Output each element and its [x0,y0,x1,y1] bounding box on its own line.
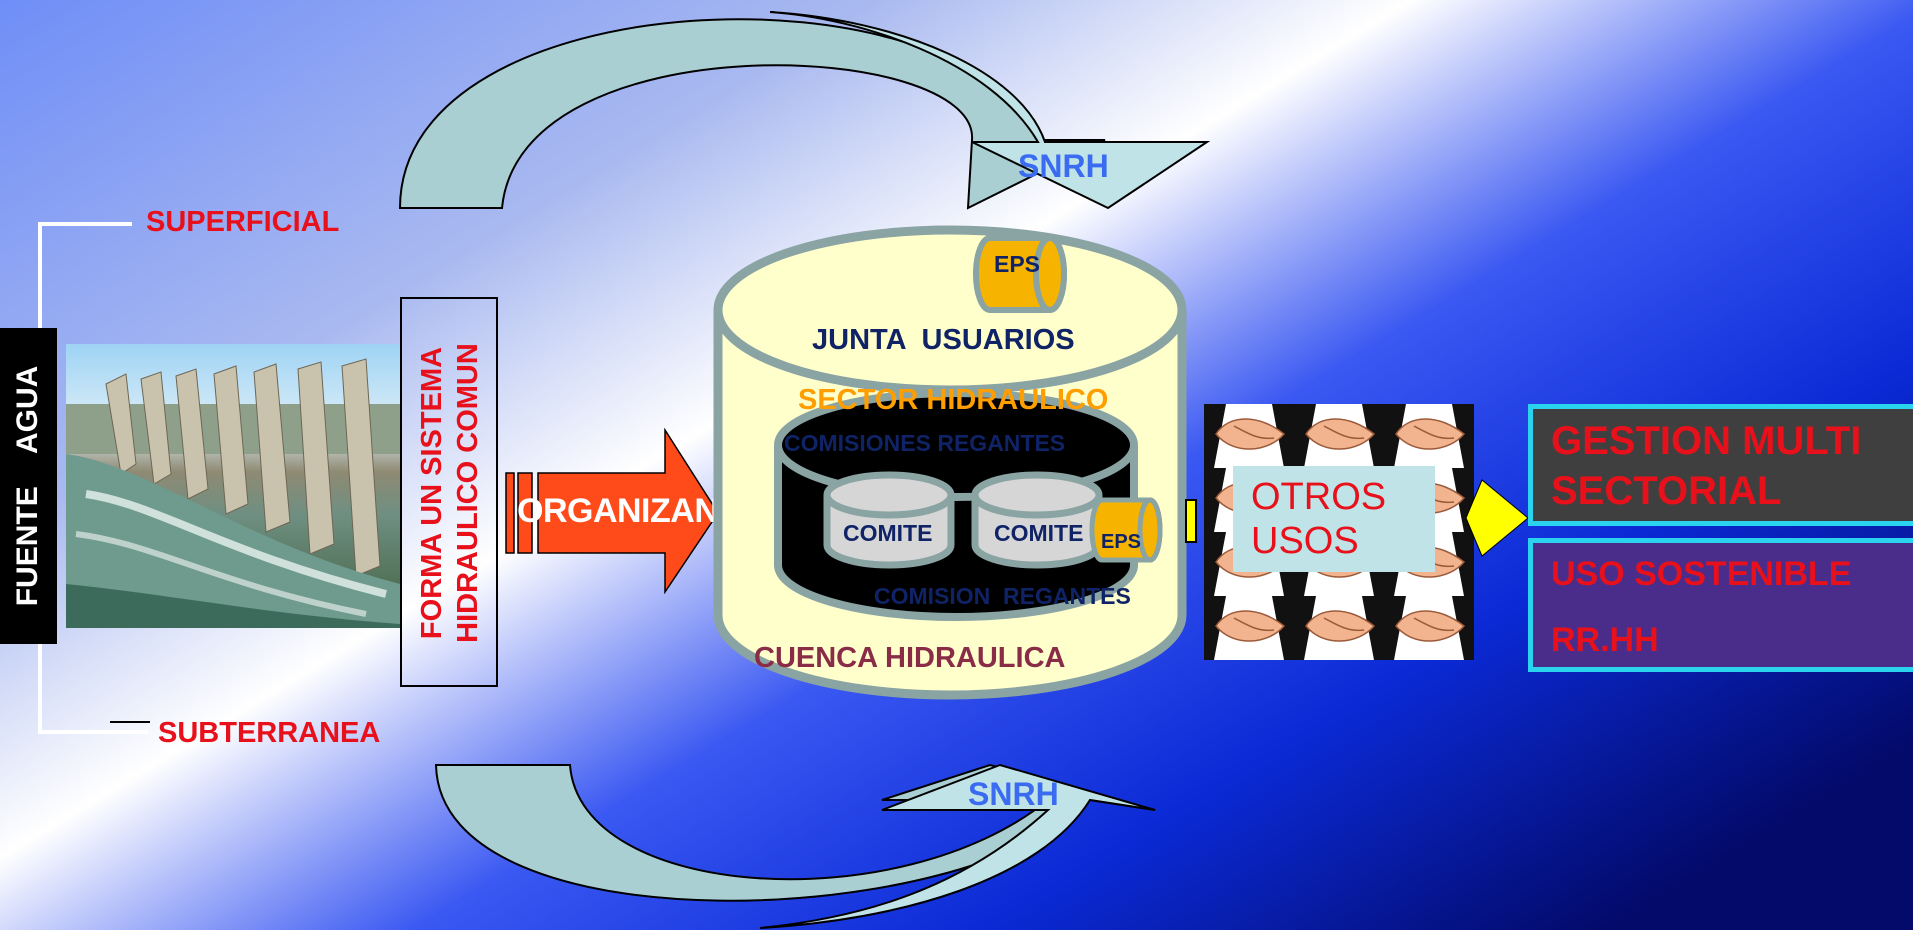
gestion-line2: SECTORIAL [1551,469,1782,513]
uso-line1: USO SOSTENIBLE [1551,555,1852,593]
dam-photo [66,344,400,628]
eps-inner-label: EPS [1101,531,1142,553]
comision-regantes-label: COMISION REGANTES [874,583,1131,609]
organizan-label: ORGANIZAN [517,492,719,530]
cuenca-hidraulica-label: CUENCA HIDRAULICA [754,642,1066,674]
comite-1-label: COMITE [843,520,933,546]
sistema-label: FORMA UN SISTEMA HIDRAULICO COMUN [416,343,484,643]
snrh-top-label: SNRH [1018,148,1109,184]
eps-top-label: EPS [994,251,1041,277]
fuente-agua-label: FUENTE AGUA [11,365,44,607]
organizan-arrow [505,428,719,594]
yellow-arrow [1465,479,1529,557]
fuente-agua-box: FUENTE AGUA [0,328,57,644]
sector-hidraulico-label: SECTOR HIDRAULICO [798,384,1109,416]
snrh-bottom-label: SNRH [968,776,1059,812]
uso-sostenible-box: USO SOSTENIBLE RR.HH [1528,538,1913,672]
superficial-label: SUPERFICIAL [146,206,340,238]
comisiones-regantes-label: COMISIONES REGANTES [784,430,1066,456]
gestion-line1: GESTION MULTI [1551,419,1862,463]
sistema-box: FORMA UN SISTEMA HIDRAULICO COMUN [400,297,498,687]
otros-line2: USOS [1251,520,1359,562]
gestion-box: GESTION MULTI SECTORIAL [1528,404,1913,526]
comite-2-label: COMITE [994,520,1084,546]
otros-usos-box: OTROS USOS [1233,466,1435,572]
connector-bar [1185,499,1197,543]
subterranea-label: SUBTERRANEA [158,717,381,749]
otros-line1: OTROS [1251,476,1387,518]
uso-line2: RR.HH [1551,621,1659,659]
cuenca-cylinder [713,225,1187,700]
junta-usuarios-label: JUNTA USUARIOS [812,324,1075,356]
